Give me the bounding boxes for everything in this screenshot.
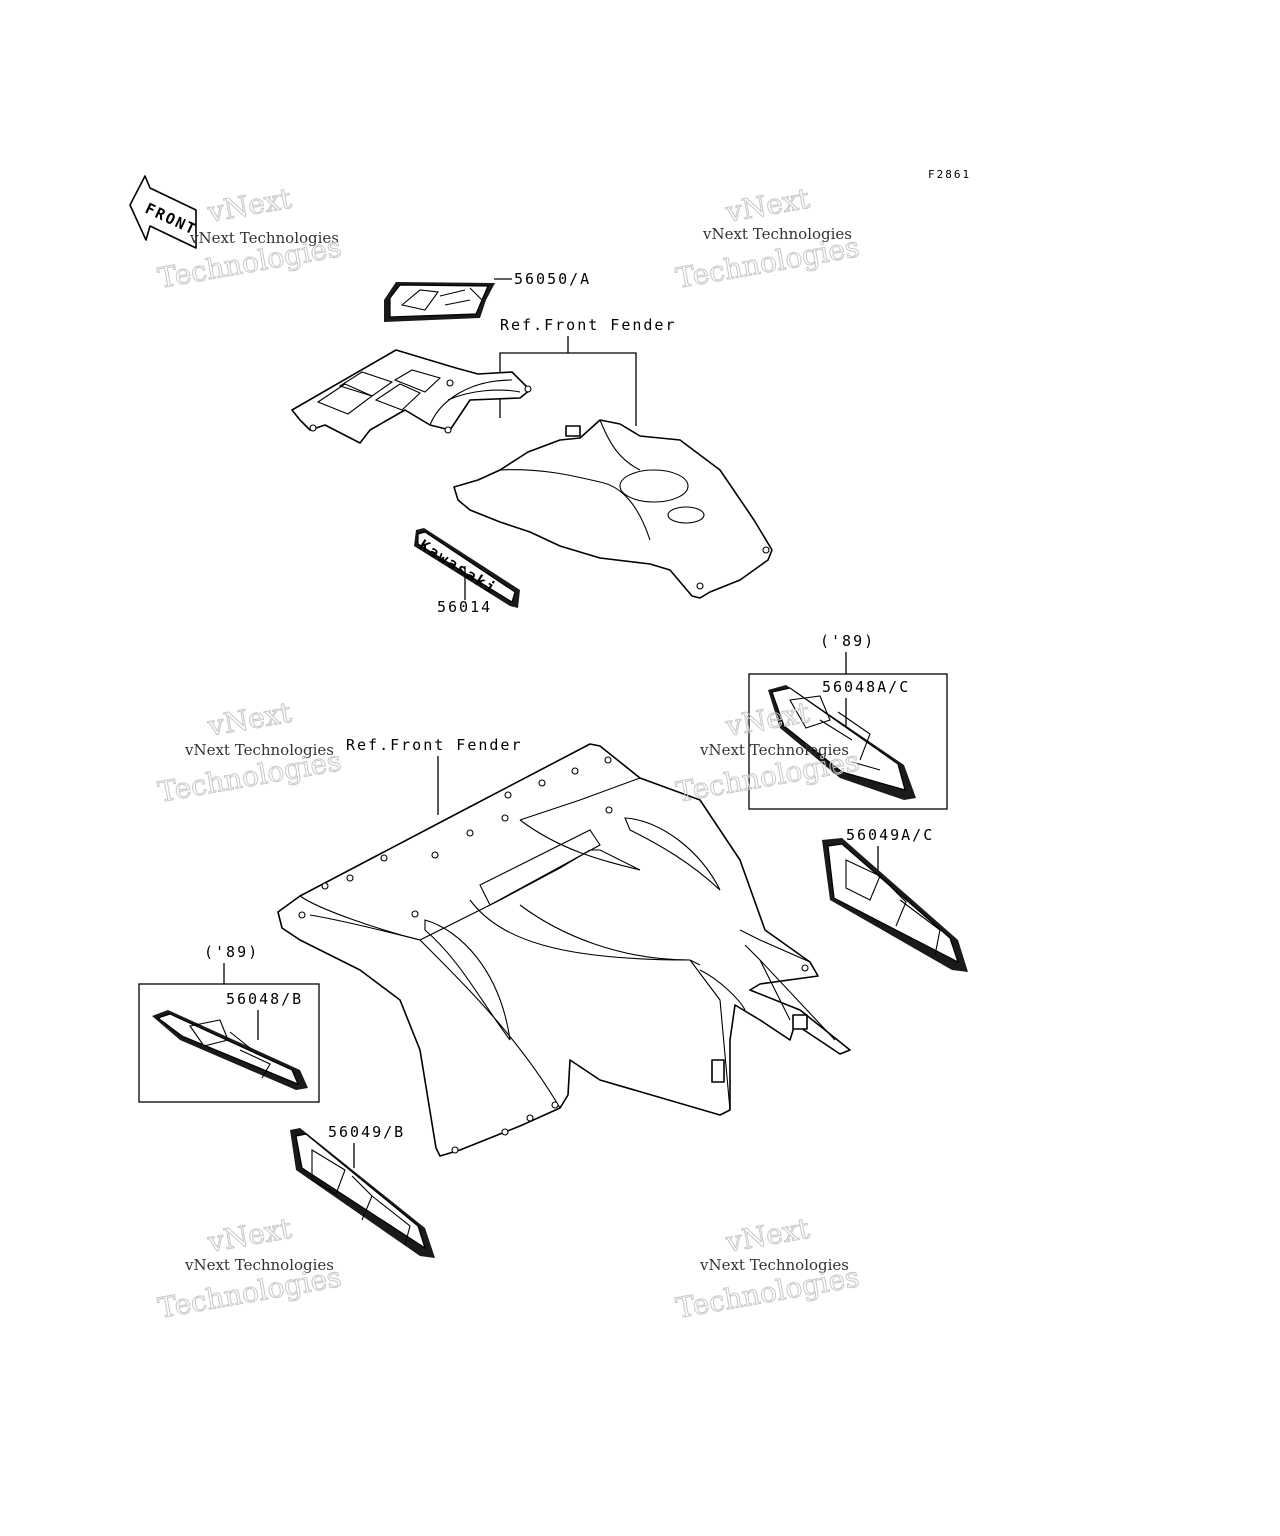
svg-text:vNext: vNext: [723, 1212, 813, 1259]
kawasaki-logo-text: Kawasaki: [416, 536, 500, 598]
svg-text:vNext Technologies: vNext Technologies: [189, 229, 339, 247]
figure-code: F2861: [928, 168, 971, 181]
decal-56049-a-c: [822, 838, 968, 972]
decal-56050-a: [384, 282, 495, 322]
svg-text:vNext Technologies: vNext Technologies: [702, 225, 852, 243]
callout-ref-front-fender-top: Ref.Front Fender: [500, 316, 677, 334]
callout-56014: 56014: [437, 598, 492, 616]
callout-ref-front-fender-main: Ref.Front Fender: [346, 736, 523, 754]
svg-text:vNext: vNext: [205, 1212, 295, 1259]
decal-56049-b: [290, 1128, 435, 1258]
svg-text:vNext Technologies: vNext Technologies: [184, 1256, 334, 1274]
decal-56048-b: [152, 1010, 308, 1090]
svg-text:vNext: vNext: [205, 182, 295, 229]
callout-56050-a: 56050/A: [514, 270, 591, 288]
callout-year-right: ('89): [820, 632, 875, 650]
box-56048-b: [138, 983, 320, 1103]
callout-56048-b: 56048/B: [226, 990, 303, 1008]
svg-text:vNext Technologies: vNext Technologies: [699, 1256, 849, 1274]
fender-top-cover: [291, 349, 532, 444]
svg-text:vNext Technologies: vNext Technologies: [699, 741, 849, 759]
svg-text:vNext: vNext: [205, 696, 295, 743]
decal-56014-kawasaki: Kawasaki: [414, 528, 520, 608]
callout-year-left: ('89): [204, 943, 259, 961]
front-fender-main: [277, 743, 851, 1157]
box-56048-a-c: [748, 673, 948, 810]
callout-56049-a-c: 56049A/C: [846, 826, 934, 844]
front-fender-upper: [453, 419, 773, 599]
callout-56049-b: 56049/B: [328, 1123, 405, 1141]
decal-56048-a-c: [768, 685, 916, 800]
svg-text:vNext Technologies: vNext Technologies: [184, 741, 334, 759]
callout-56048-a-c: 56048A/C: [822, 678, 910, 696]
svg-text:vNext: vNext: [723, 182, 813, 229]
